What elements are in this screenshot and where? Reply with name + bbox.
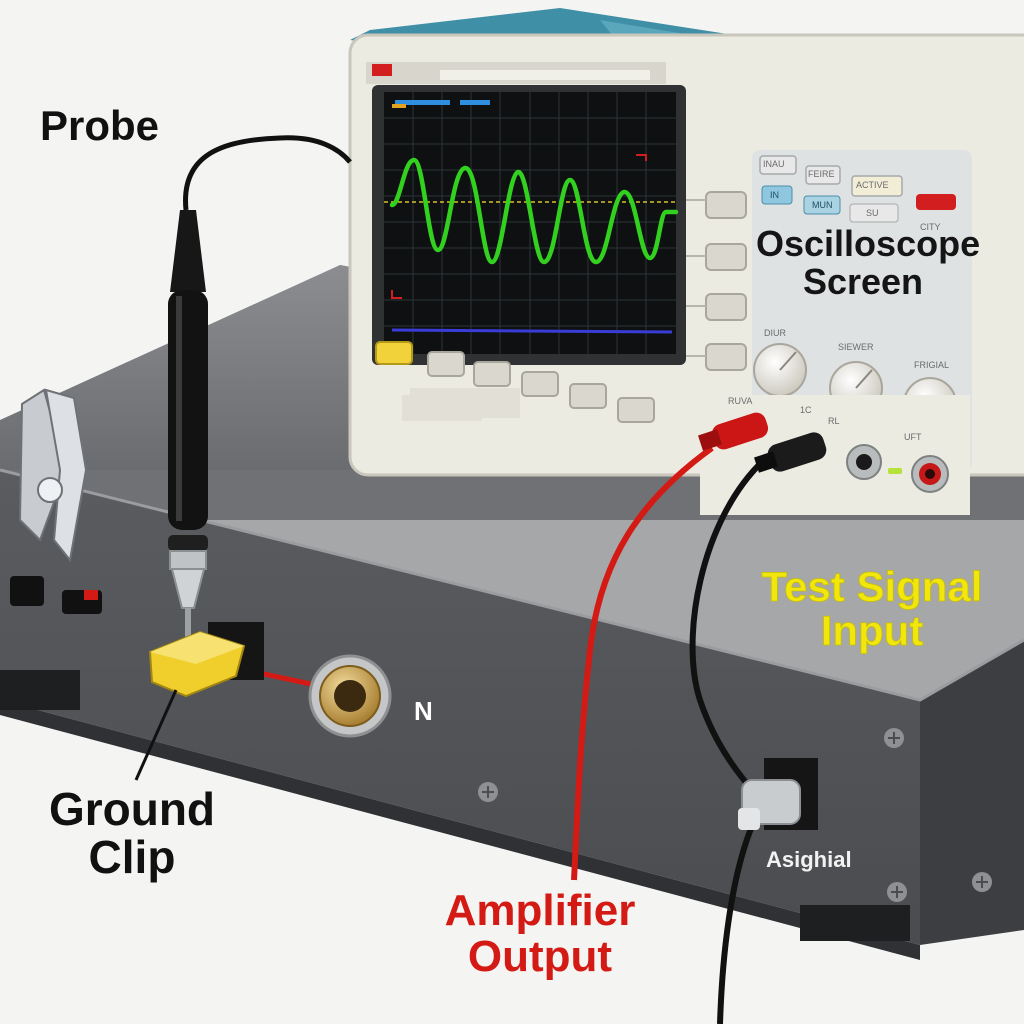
oscilloscope-screen-label: Oscilloscope Screen [756, 223, 981, 302]
knob-left-sub-label: 1C [800, 405, 812, 415]
ground-clip-label-line-1: Ground [48, 783, 216, 835]
knob-right-sub-label: UFT [904, 432, 922, 442]
knob-right-label: FRIGIAL [914, 360, 950, 370]
red-plug [698, 412, 769, 451]
scope-red-jack[interactable] [911, 455, 949, 493]
amplifier-output-label-line-1: Amplifier [444, 886, 636, 935]
ground-clip-label: Ground Clip [36, 785, 228, 882]
ground-clip-label-line-2: Clip [88, 831, 176, 884]
alligator-clip [10, 388, 102, 614]
signal-input-port[interactable] [738, 758, 818, 830]
panel-button-6-label: SU [866, 208, 879, 218]
oscilloscope-screen-label-line-2: Screen [802, 260, 924, 302]
panel-button-1-label: INAU [763, 159, 785, 169]
test-signal-input-label-line-2: Input [820, 607, 924, 655]
output-jack[interactable] [308, 654, 392, 738]
amplifier-output-label-line-2: Output [467, 932, 613, 982]
panel-button-5-label: MUN [812, 200, 833, 210]
knob-left[interactable] [753, 343, 807, 397]
knob-center-label: SIEWER [838, 342, 874, 352]
probe [168, 210, 208, 638]
amplifier-output-cable [571, 445, 714, 881]
probe-label: Probe [40, 102, 160, 149]
test-signal-input-label: Test Signal Input [736, 563, 1008, 655]
test-signal-input-label-line-1: Test Signal [761, 563, 983, 610]
waveform-screen [384, 92, 679, 354]
oscilloscope-screen-label-line-1: Oscilloscope [756, 223, 981, 264]
panel-button-2-label: FEIRE [808, 169, 835, 179]
knob-left-label: DIUR [764, 328, 786, 338]
probe-cable [183, 135, 352, 211]
amplifier-output-label: Amplifier Output [408, 886, 672, 982]
oscilloscope [348, 8, 1024, 515]
signal-trace [389, 157, 679, 265]
scope-black-jack[interactable] [846, 444, 882, 480]
knob-center-sub-label: RL [828, 416, 840, 426]
black-plug [754, 432, 827, 473]
signal-port-label: Asighial [766, 847, 852, 872]
panel-button-4-label: IN [770, 190, 779, 200]
jack-mark-label: N [414, 696, 433, 726]
panel-tag-label: CITY [920, 222, 941, 232]
panel-button-3-label: ACTIVE [856, 180, 889, 190]
ground-clip [134, 622, 264, 781]
jack-label: RUVA [728, 396, 753, 406]
